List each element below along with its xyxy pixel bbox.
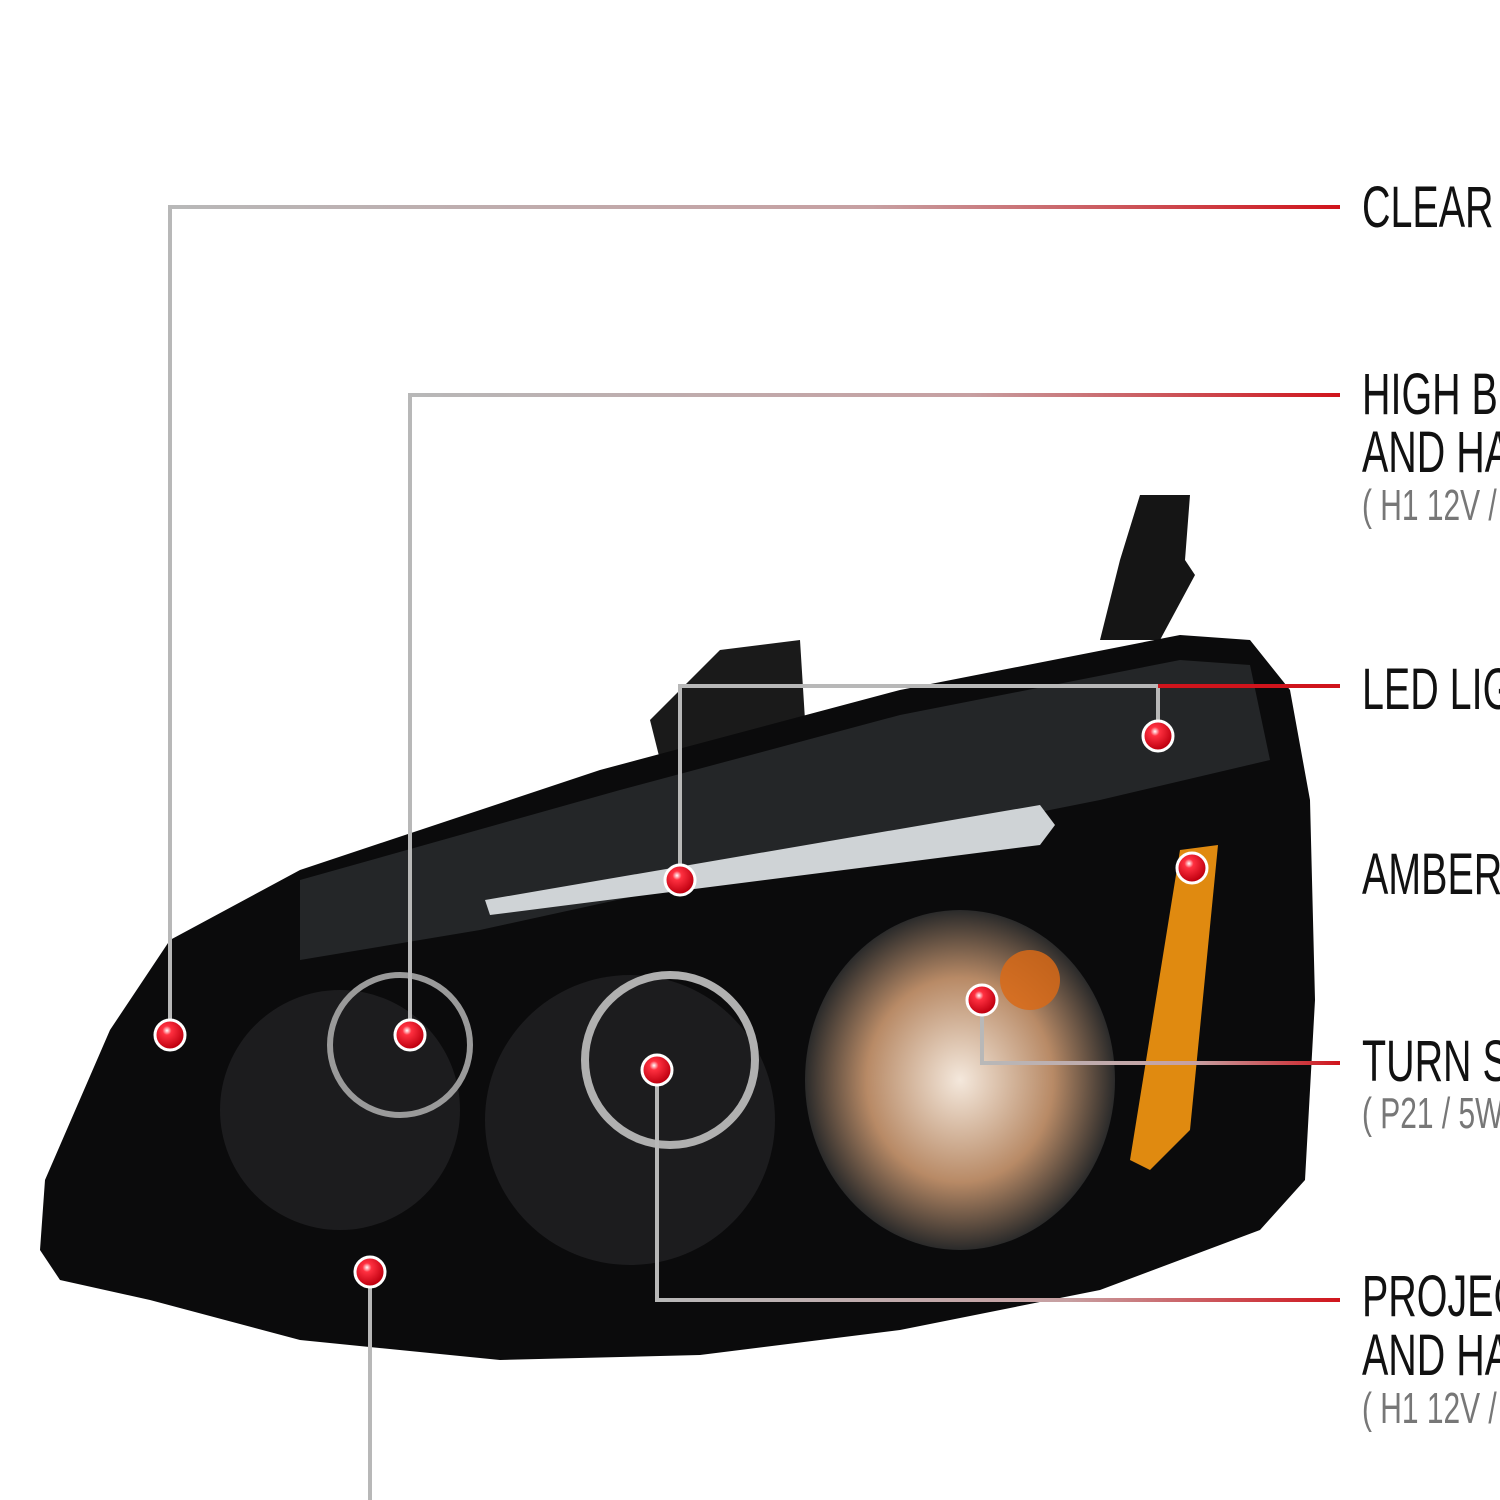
top-bracket [1100,495,1195,640]
reflector [805,910,1115,1250]
callout-lines [168,205,1340,1500]
label-projector-spec: ( H1 12V / [1362,1384,1497,1433]
label-projector-line2: AND HA [1362,1323,1500,1388]
label-clear-lens: CLEAR L [1362,175,1500,240]
label-high-beam-line2: AND HA [1362,420,1500,485]
label-turn-signal-spec: ( P21 / 5W [1362,1089,1500,1138]
label-high-beam: HIGH B [1362,362,1498,427]
led-strip [485,805,1055,915]
label-turn-signal: TURN S [1362,1029,1500,1094]
callout-dots [153,719,1209,1289]
label-high-beam-spec: ( H1 12V / [1362,481,1497,530]
projector-housing-small [220,990,460,1230]
projector-housing-large [485,975,775,1265]
label-led-light: LED LIG [1362,657,1500,722]
label-amber: AMBER [1362,842,1500,907]
label-projector: PROJEC [1362,1264,1500,1329]
halo-ring-small [327,972,473,1118]
amber-reflector [1130,845,1218,1170]
clear-lens-upper [300,660,1270,960]
turn-signal-bulb [1000,950,1060,1010]
halo-ring-large [581,971,759,1149]
